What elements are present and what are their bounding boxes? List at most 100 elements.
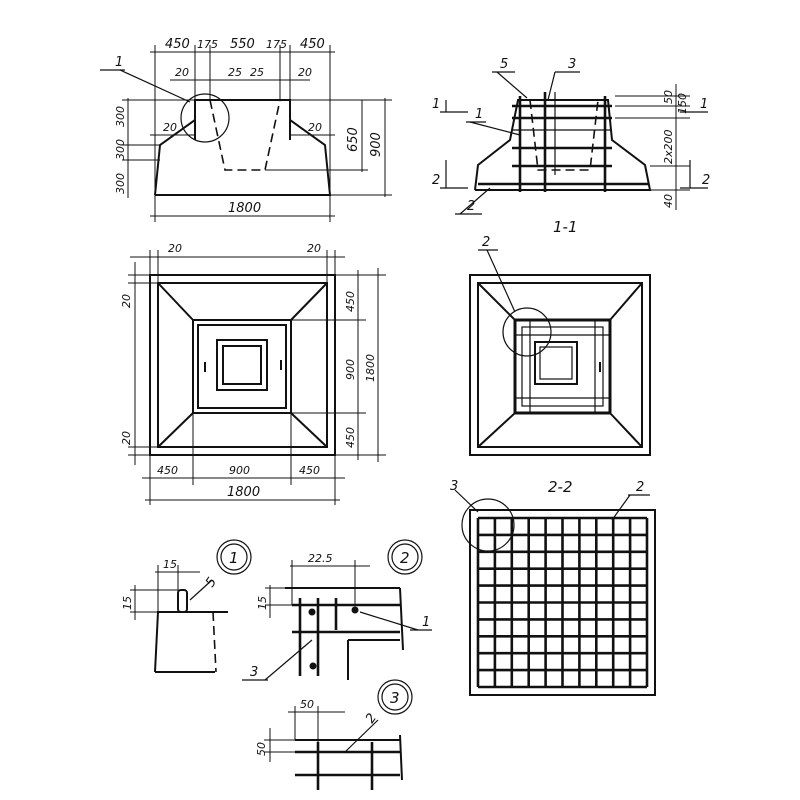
dim-text: 20: [168, 242, 182, 255]
rebar-dot: [351, 606, 359, 614]
slope-line: [290, 282, 328, 321]
leader-line: [189, 579, 213, 601]
plan-socket: [534, 341, 578, 385]
cut-mark-label: 1: [700, 97, 708, 112]
dim-text: 20: [175, 66, 189, 79]
detail-marker-circle: [216, 539, 252, 575]
leader-line: [344, 719, 379, 753]
detail-number: 1: [229, 549, 239, 567]
dim-text: 1800: [228, 201, 261, 216]
leader-label: 3: [568, 57, 576, 72]
slope-line: [477, 412, 516, 448]
rebar-stub: [177, 589, 188, 613]
dim-text: 50: [662, 90, 675, 104]
cage-outline: [513, 318, 612, 415]
dim-text: 15: [163, 558, 177, 571]
section-title: 1-1: [553, 218, 578, 236]
cut-mark-label: 2: [702, 173, 710, 188]
dim-text: 300: [114, 106, 127, 127]
plan-outer-inner: [157, 282, 328, 448]
leader-label: 1: [475, 107, 483, 122]
leader-line: [264, 639, 313, 681]
plan-outer-edge: [469, 274, 651, 456]
dim-text: 550: [230, 37, 255, 52]
dim-text: 450: [165, 37, 190, 52]
dim-text: 1800: [227, 485, 260, 500]
dim-text: 20: [307, 242, 321, 255]
detail-3-view: 50 50 2 3: [255, 679, 413, 790]
detail-outline: [399, 587, 404, 651]
socket-hidden-line: [529, 99, 599, 171]
leader-line: [547, 71, 556, 101]
leader-line: [611, 494, 631, 521]
mesh-bars: [476, 516, 649, 689]
plan-column: [192, 319, 292, 414]
plan-socket: [216, 339, 268, 391]
callout-label: 1: [115, 55, 123, 70]
slope-line: [477, 282, 516, 321]
dim-text: 150: [676, 93, 689, 114]
dim-text: 25: [228, 66, 242, 79]
dim-text: 20: [308, 121, 322, 134]
plan-socket-inner: [222, 345, 262, 385]
leader-line: [454, 489, 479, 513]
detail-marker-circle: [391, 543, 419, 571]
leader-label: 2: [467, 199, 475, 214]
dim-text: 50: [255, 742, 268, 756]
detail-callout-circle: [461, 498, 515, 552]
dim-text: 900: [229, 464, 250, 477]
dim-text: 650: [346, 127, 361, 152]
cage-inner: [521, 326, 604, 407]
leader-label: 3: [250, 665, 258, 680]
dim-text: 175: [197, 38, 218, 51]
section-1-1-view: 1-1 1 1 2 2 5 3 1 2 50 150 2x200: [432, 57, 710, 236]
plan-socket-inner: [539, 346, 573, 380]
leader-line: [459, 187, 491, 215]
dim-text: 50: [300, 698, 314, 711]
dim-text: 450: [344, 291, 357, 312]
detail-2-view: 22.5 15 1 3 2: [242, 539, 432, 681]
cut-mark-label: 2: [432, 173, 440, 188]
leader-label: 5: [203, 575, 220, 590]
leader-label: 1: [422, 615, 430, 630]
dim-text: 900: [344, 359, 357, 380]
leader-line: [359, 611, 419, 631]
dim-text: 15: [256, 596, 269, 610]
rebar-dot: [309, 662, 317, 670]
section-title: 2-2: [548, 478, 573, 496]
slope-line: [609, 412, 643, 448]
detail-callout-circle: [180, 93, 230, 143]
dim-text: 2x200: [662, 129, 675, 164]
detail-number: 3: [390, 689, 400, 707]
break-line: [212, 611, 217, 673]
leader-line: [469, 121, 521, 136]
section-2-2-view: 2-2 3 2: [450, 478, 656, 696]
leader-label: 2: [363, 711, 380, 726]
detail-outline: [399, 734, 403, 781]
detail-number: 2: [400, 549, 410, 567]
dim-text: 20: [120, 431, 133, 445]
dim-text: 25: [250, 66, 264, 79]
dim-text: 450: [300, 37, 325, 52]
dim-text: 20: [163, 121, 177, 134]
leader-label: 2: [636, 480, 644, 495]
elevation-view: 1 450 175 550 175 450 20 25 25 20 20 20 …: [100, 37, 392, 222]
cut-mark-label: 1: [432, 97, 440, 112]
dim-text: 20: [298, 66, 312, 79]
leader-line: [486, 249, 516, 313]
dim-text: 40: [662, 194, 675, 208]
detail-marker-circle: [381, 683, 409, 711]
slope-line: [290, 412, 328, 448]
detail-marker-circle: [387, 539, 423, 575]
slope-line: [609, 282, 643, 321]
dim-text: 175: [266, 38, 287, 51]
mesh-outline: [469, 509, 656, 696]
rebar-dot: [308, 608, 316, 616]
dim-text: 22.5: [308, 552, 333, 565]
plan-reinforcement-view: 2: [469, 235, 651, 456]
plan-view: 20 20 20 20 450 900 450 1800 450 900 450…: [120, 242, 386, 505]
detail-callout-circle: [502, 307, 552, 357]
dim-text: 300: [114, 139, 127, 160]
dim-text: 900: [369, 132, 384, 157]
